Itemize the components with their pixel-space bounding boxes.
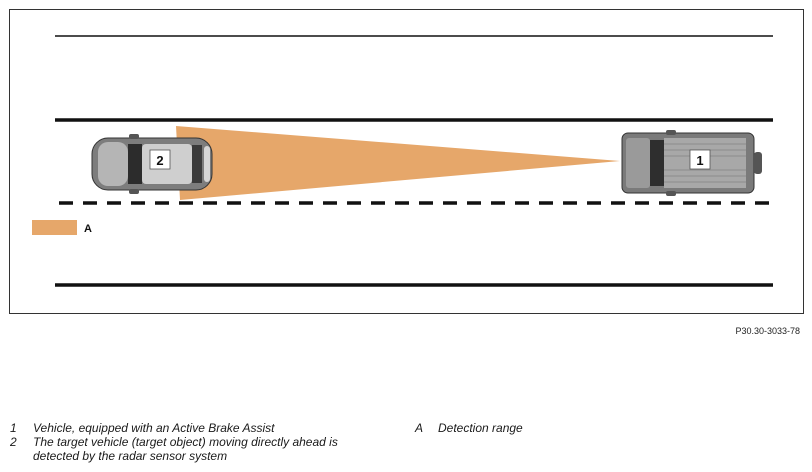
detection-range-key-swatch — [32, 220, 77, 235]
vehicle-equipped-icon: 2 — [91, 134, 213, 194]
legend-list: 1 Vehicle, equipped with an Active Brake… — [10, 421, 363, 463]
vehicle-equipped-label: 2 — [156, 153, 163, 168]
road-diagram: 2 1 A — [32, 35, 773, 287]
vehicle-target-label: 1 — [696, 153, 703, 168]
detection-range-cone — [176, 126, 620, 200]
legend-item-text: Vehicle, equipped with an Active Brake A… — [33, 421, 275, 435]
figure-reference-code: P30.30-3033-78 — [735, 326, 800, 336]
legend-item: 2 The target vehicle (target object) mov… — [10, 435, 363, 463]
legend-item-key: 2 — [10, 435, 17, 449]
diagram-frame: 2 1 A — [9, 9, 804, 314]
legend-item-key: 1 — [10, 421, 17, 435]
legend-item: 1 Vehicle, equipped with an Active Brake… — [10, 421, 363, 435]
legend-item-key: A — [415, 421, 424, 435]
legend-item: A Detection range — [415, 421, 523, 435]
legend-range: A Detection range — [415, 421, 523, 435]
legend-item-text: The target vehicle (target object) movin… — [33, 435, 338, 463]
legend-item-text: Detection range — [438, 421, 523, 435]
vehicle-target-icon: 1 — [621, 130, 762, 196]
detection-range-key-label: A — [84, 223, 92, 235]
